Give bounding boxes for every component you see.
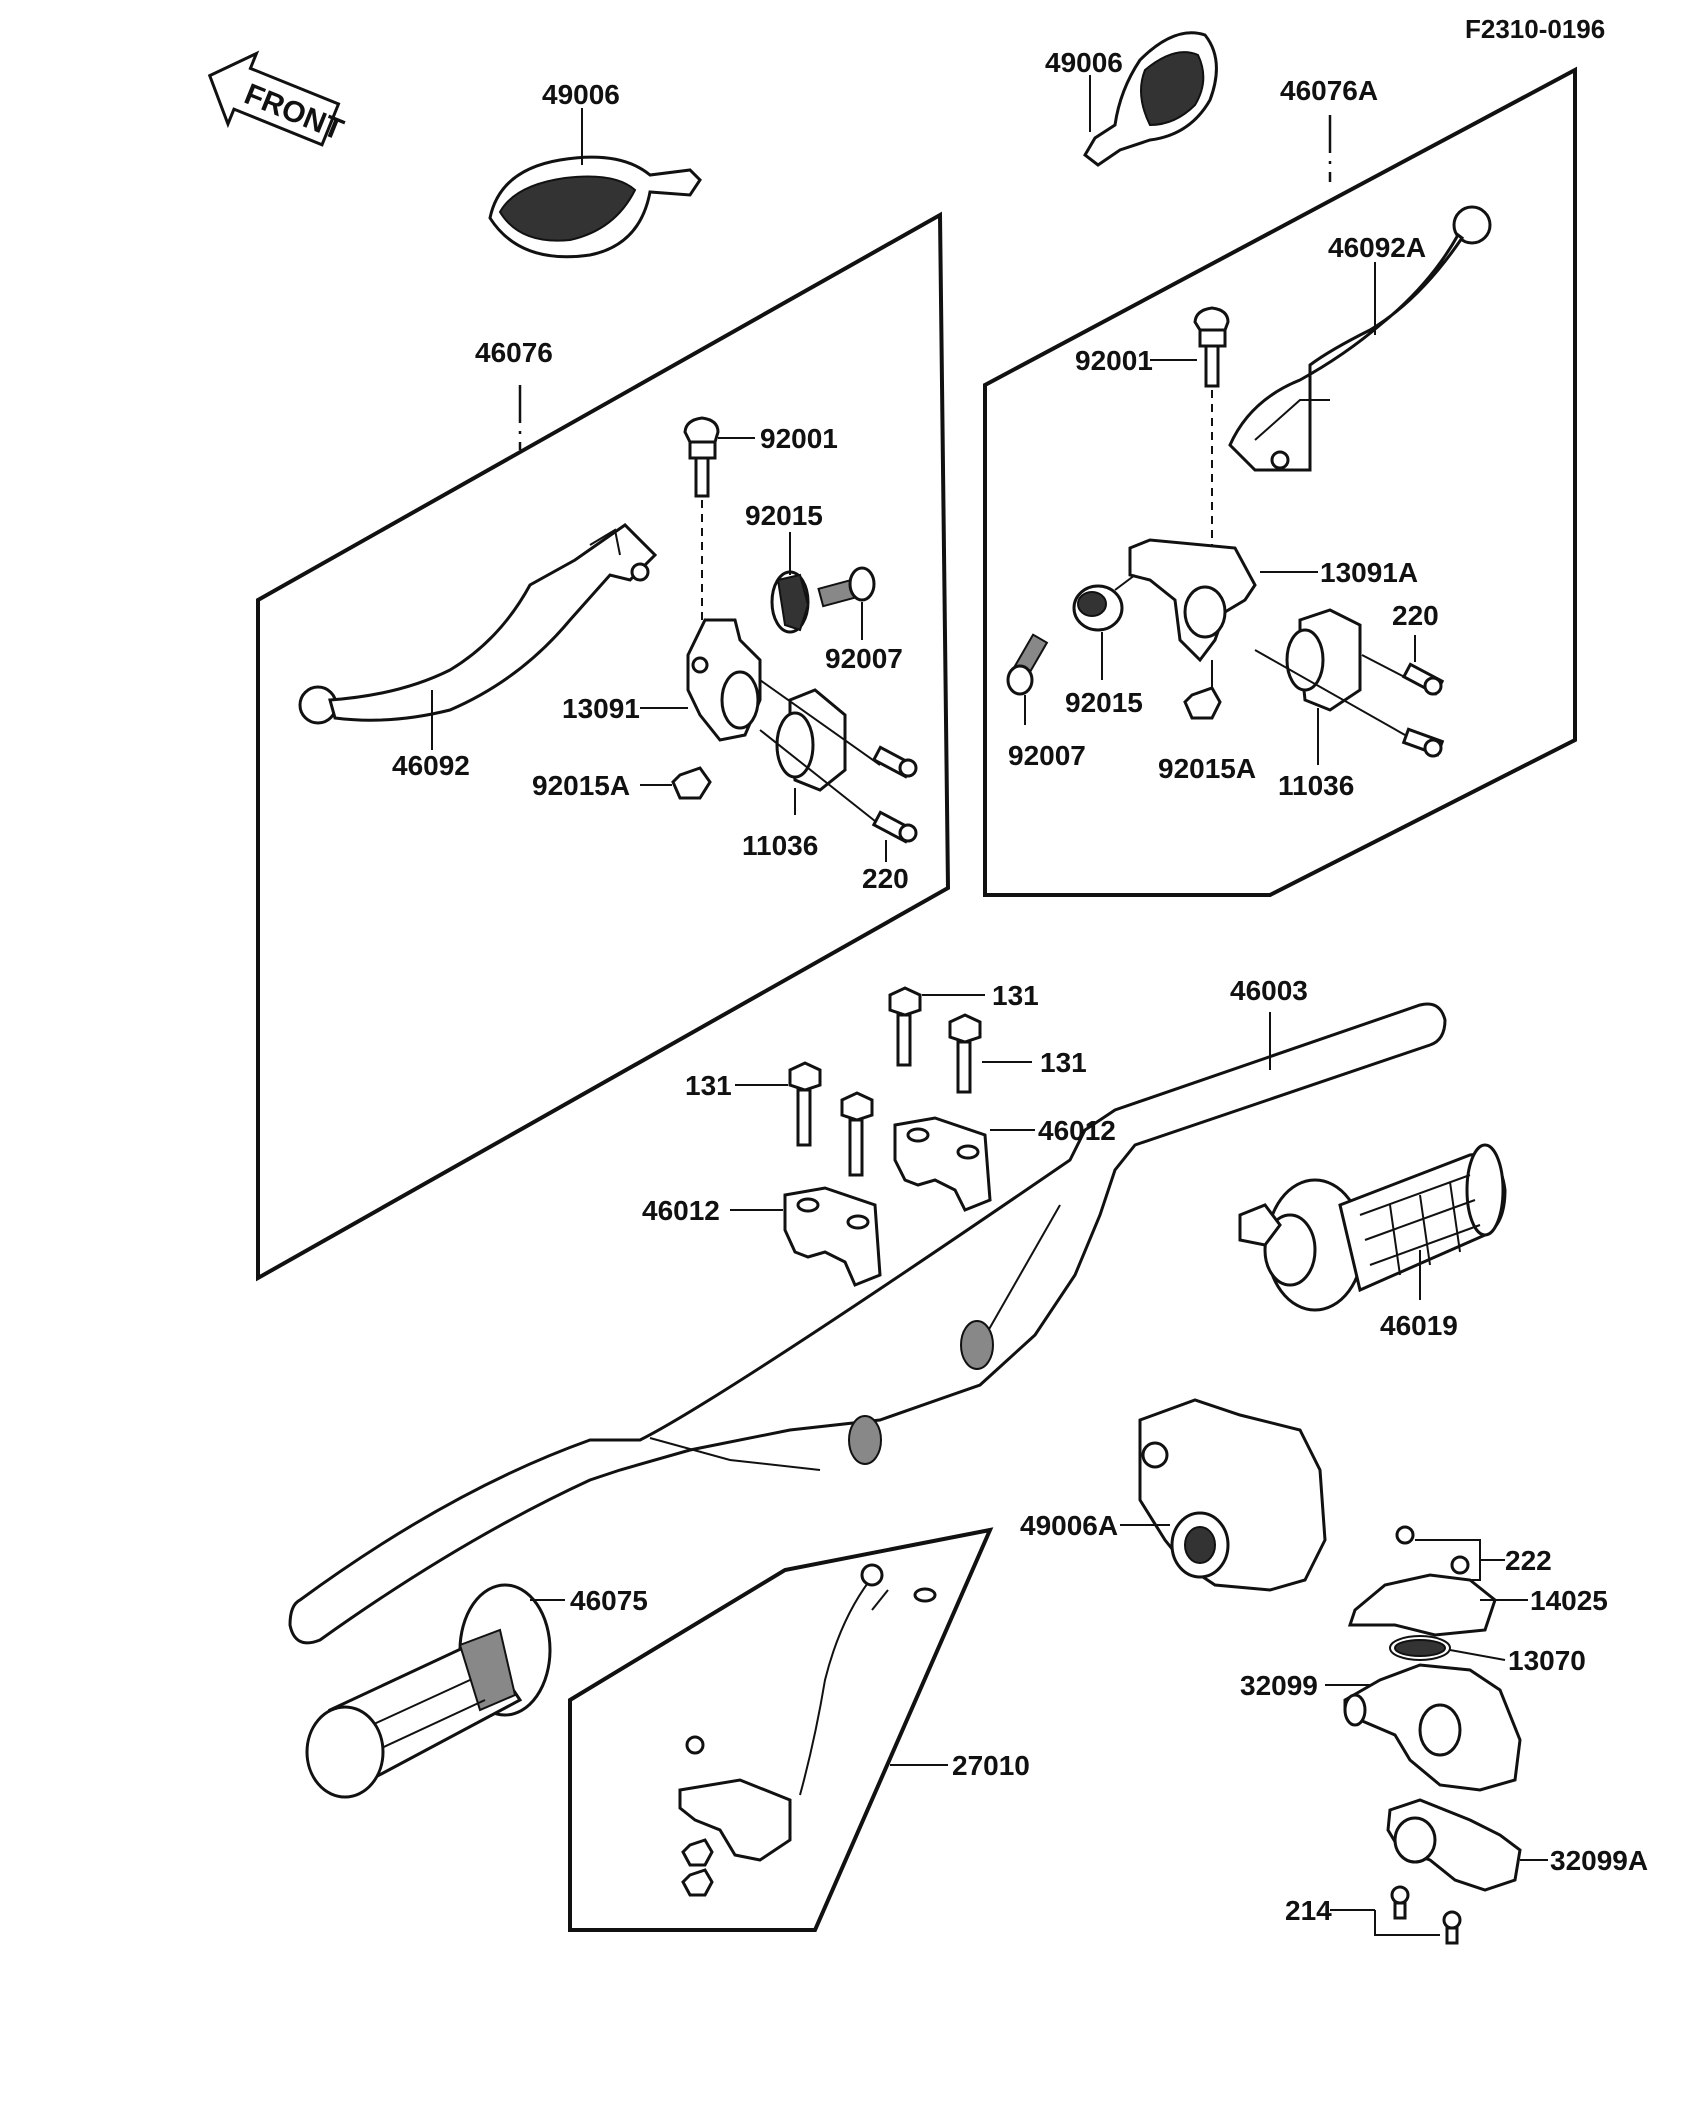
- label-49006-left: 49006: [542, 79, 620, 110]
- throttle-gasket-part: [1389, 1635, 1451, 1661]
- upper-handlebar-clamp-b-part: [783, 1186, 882, 1287]
- label-46012-b: 46012: [642, 1195, 720, 1226]
- handlebar-clamp-bolt-a-part: [888, 986, 922, 1067]
- left-grip-part: [305, 1583, 552, 1799]
- kill-switch-assembly-frame: [568, 1527, 994, 1932]
- handlebar-clamp-bolt-b-part: [948, 1013, 982, 1094]
- label-27010: 27010: [952, 1750, 1030, 1781]
- throttle-housing-part: [1138, 1398, 1327, 1592]
- left-lever-bracket-part: [686, 618, 762, 742]
- label-220-right: 220: [1392, 600, 1439, 631]
- kill-switch-part: [678, 1563, 937, 1897]
- right-clamp-screw-upper-part: [1361, 654, 1445, 696]
- label-220-left: 220: [862, 863, 909, 894]
- case-screws-part: [1390, 1885, 1462, 1945]
- front-arrow-icon: FRONT: [207, 50, 348, 147]
- upper-handlebar-clamp-a-part: [893, 1116, 992, 1212]
- right-lock-nut-part: [1183, 686, 1222, 720]
- label-14025: 14025: [1530, 1585, 1608, 1616]
- right-pivot-bolt-part: [1193, 306, 1230, 388]
- handlebar-clamp-bolt-c-part: [788, 1061, 822, 1147]
- label-92001-right: 92001: [1075, 345, 1153, 376]
- left-pivot-bolt-part: [683, 416, 720, 498]
- right-adjuster-wheel-part: [1072, 574, 1136, 632]
- label-32099A: 32099A: [1550, 1845, 1648, 1876]
- left-mirror-part: [488, 155, 702, 259]
- label-46019: 46019: [1380, 1310, 1458, 1341]
- cover-screws-part: [1395, 1525, 1470, 1575]
- label-49006-right: 49006: [1045, 47, 1123, 78]
- left-lever-assembly-frame: [256, 211, 951, 1282]
- label-222: 222: [1505, 1545, 1552, 1576]
- label-32099: 32099: [1240, 1670, 1318, 1701]
- handlebar-clamp-bolt-d-part: [840, 1091, 874, 1177]
- label-46075: 46075: [570, 1585, 648, 1616]
- left-adjuster-wheel-part: [770, 570, 810, 634]
- right-lever-part: [1228, 205, 1492, 472]
- right-clamp-screw-lower-part: [1254, 649, 1445, 758]
- throttle-case-lower-part: [1386, 1798, 1522, 1892]
- left-clamp-screw-upper-part: [759, 679, 918, 779]
- right-lever-assembly-frame: [983, 66, 1577, 897]
- throttle-grip-part: [1238, 1143, 1507, 1312]
- label-13091A: 13091A: [1320, 557, 1418, 588]
- label-92007-left: 92007: [825, 643, 903, 674]
- label-46076A: 46076A: [1280, 75, 1378, 106]
- label-46003: 46003: [1230, 975, 1308, 1006]
- right-clamp-part: [1285, 608, 1362, 712]
- label-11036-right: 11036: [1278, 770, 1354, 801]
- right-lever-bracket-part: [1128, 538, 1257, 663]
- front-label: FRONT: [240, 78, 348, 147]
- label-11036-left: 11036: [742, 830, 818, 861]
- label-214: 214: [1285, 1895, 1332, 1926]
- label-13091: 13091: [562, 693, 640, 724]
- label-46076: 46076: [475, 337, 553, 368]
- label-131-a: 131: [992, 980, 1039, 1011]
- label-92001-left: 92001: [760, 423, 838, 454]
- label-92015-right: 92015: [1065, 687, 1143, 718]
- left-lever-part: [298, 523, 658, 725]
- label-92007-right: 92007: [1008, 740, 1086, 771]
- label-49006A: 49006A: [1020, 1510, 1118, 1541]
- label-92015-left: 92015: [745, 500, 823, 531]
- handlebar-part: [288, 1002, 1447, 1645]
- label-131-b: 131: [1040, 1047, 1087, 1078]
- left-clamp-part: [775, 688, 847, 792]
- label-92015A-right: 92015A: [1158, 753, 1256, 784]
- label-13070: 13070: [1508, 1645, 1586, 1676]
- label-92015A-left: 92015A: [532, 770, 630, 801]
- throttle-cover-part: [1347, 1573, 1497, 1637]
- label-46092: 46092: [392, 750, 470, 781]
- right-adjuster-screw-part: [1006, 633, 1049, 696]
- label-46092A: 46092A: [1328, 232, 1426, 263]
- right-mirror-part: [1083, 31, 1218, 167]
- left-adjuster-screw-part: [817, 566, 876, 608]
- left-clamp-screw-lower-part: [759, 729, 918, 844]
- label-46012-a: 46012: [1038, 1115, 1116, 1146]
- left-lock-nut-part: [671, 766, 712, 800]
- label-131-c: 131: [685, 1070, 732, 1101]
- figure-reference-code: F2310-0196: [1465, 14, 1605, 44]
- throttle-case-upper-part: [1343, 1663, 1522, 1792]
